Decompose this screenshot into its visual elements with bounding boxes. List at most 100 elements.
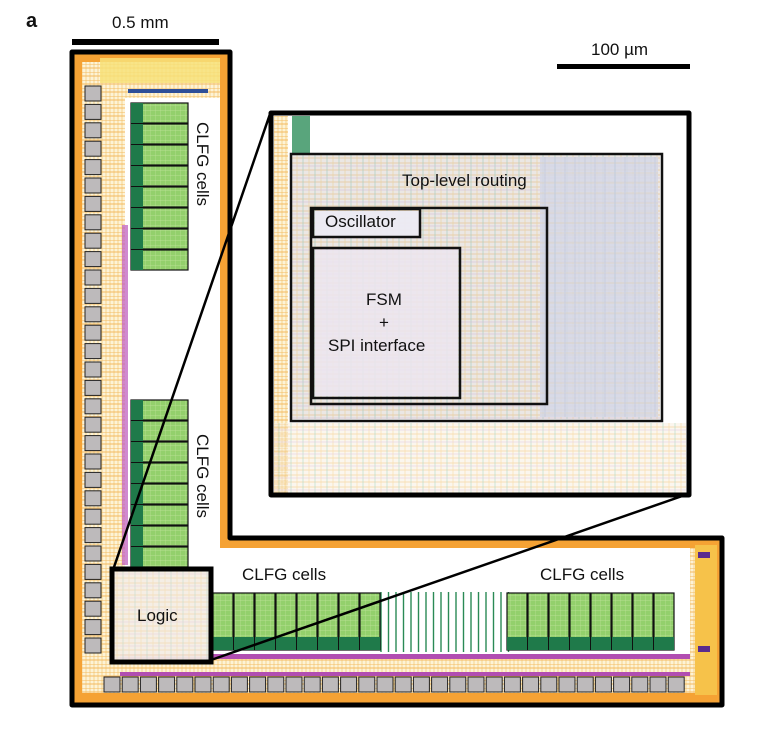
- fsm-outline: [311, 246, 462, 400]
- clfg-cell-header: [131, 526, 143, 546]
- io-pad: [449, 676, 467, 693]
- clfg-cell-header: [339, 637, 359, 650]
- clfg-cell-header: [131, 250, 143, 270]
- io-pad: [84, 619, 102, 636]
- fsm-label-line1: FSM: [366, 290, 402, 309]
- io-pad: [84, 600, 102, 617]
- panel-label: a: [26, 10, 38, 32]
- scale-bar-inset-label: 100 µm: [591, 40, 649, 59]
- zoom-inset: [268, 110, 692, 498]
- clfg-cell-header: [633, 637, 653, 650]
- io-pad: [649, 676, 667, 693]
- io-pad: [340, 676, 358, 693]
- bottom-pad-row: [103, 676, 685, 693]
- connector-line-top: [111, 113, 272, 571]
- logic-label: Logic: [137, 606, 178, 625]
- clfg-cell-header: [131, 103, 143, 123]
- clfg-cell-header: [612, 637, 632, 650]
- io-pad: [84, 177, 102, 194]
- fsm-fill: [315, 250, 458, 396]
- io-pad: [84, 582, 102, 599]
- purple-marker-2: [698, 646, 710, 652]
- io-pad: [212, 676, 230, 693]
- connector-line-bottom: [210, 492, 689, 662]
- io-pad: [84, 379, 102, 396]
- io-pad: [431, 676, 449, 693]
- clfg-cell-header: [507, 637, 527, 650]
- clfg-cell-header: [131, 124, 143, 144]
- clfg-cells-left-top: [130, 102, 189, 271]
- io-pad: [249, 676, 267, 693]
- io-pad: [267, 676, 285, 693]
- inset-green-column: [292, 116, 310, 156]
- io-pad: [467, 676, 485, 693]
- io-pad: [667, 676, 685, 693]
- top-level-routing-outline: [289, 152, 664, 423]
- io-pad: [103, 676, 121, 693]
- left-pad-column: [84, 85, 102, 654]
- magenta-bus-bottom: [120, 654, 690, 659]
- clfg-cell-header: [131, 463, 143, 483]
- io-pad: [121, 676, 139, 693]
- io-pad: [84, 103, 102, 120]
- io-pad: [522, 676, 540, 693]
- top-blue-strip: [128, 89, 208, 93]
- io-pad: [84, 435, 102, 452]
- io-pad: [84, 361, 102, 378]
- io-pad: [576, 676, 594, 693]
- clfg-cells-bottom-left: [212, 592, 381, 651]
- fsm-label-line3: SPI interface: [328, 336, 426, 355]
- scale-bar-die-label: 0.5 mm: [112, 13, 169, 32]
- top-level-routing-label: Top-level routing: [402, 171, 527, 190]
- io-pad: [631, 676, 649, 693]
- io-pad: [376, 676, 394, 693]
- clfg-cell-header: [297, 637, 317, 650]
- io-pad: [558, 676, 576, 693]
- io-pad: [540, 676, 558, 693]
- io-pad: [84, 287, 102, 304]
- io-pad: [412, 676, 430, 693]
- io-pad: [84, 232, 102, 249]
- io-pad: [84, 453, 102, 470]
- oscillator-outline: [311, 207, 422, 239]
- clfg-cell-header: [654, 637, 674, 650]
- clfg-cell-header: [131, 145, 143, 165]
- io-pad: [84, 140, 102, 157]
- io-pad: [84, 343, 102, 360]
- inset-left-routing: [274, 116, 288, 493]
- io-pad: [394, 676, 412, 693]
- clfg-bottom-right-label: CLFG cells: [540, 565, 625, 584]
- die-outline: [69, 49, 725, 708]
- io-pad: [194, 676, 212, 693]
- io-pad: [84, 527, 102, 544]
- clfg-cell-header: [131, 187, 143, 207]
- clfg-cells-left-bottom: [130, 399, 189, 568]
- clfg-cell-header: [131, 442, 143, 462]
- clfg-cell-header: [528, 637, 548, 650]
- io-pad: [84, 251, 102, 268]
- io-pad: [84, 563, 102, 580]
- fsm-label-line2: +: [379, 313, 389, 332]
- top-routing-band: [100, 58, 220, 83]
- io-pad: [485, 676, 503, 693]
- io-pad: [84, 324, 102, 341]
- oscillator-fill: [315, 211, 419, 236]
- scale-bar-die: [72, 39, 219, 45]
- io-pad: [84, 508, 102, 525]
- io-pad: [84, 637, 102, 654]
- clfg-cell-header: [131, 547, 143, 567]
- io-pad: [84, 195, 102, 212]
- purple-marker-1: [698, 552, 710, 558]
- io-pad: [594, 676, 612, 693]
- clfg-cell-header: [131, 166, 143, 186]
- clfg-left-bottom-label: CLFG cells: [193, 433, 213, 519]
- green-routing-lines: [380, 592, 510, 652]
- io-pad: [303, 676, 321, 693]
- inset-bottom-routing: [274, 423, 686, 493]
- clfg-cell-header: [360, 637, 380, 650]
- clfg-left-top-label: CLFG cells: [193, 121, 213, 207]
- clfg-cell-header: [131, 229, 143, 249]
- clfg-cell-header: [131, 400, 143, 420]
- logic-core-outline: [309, 206, 549, 406]
